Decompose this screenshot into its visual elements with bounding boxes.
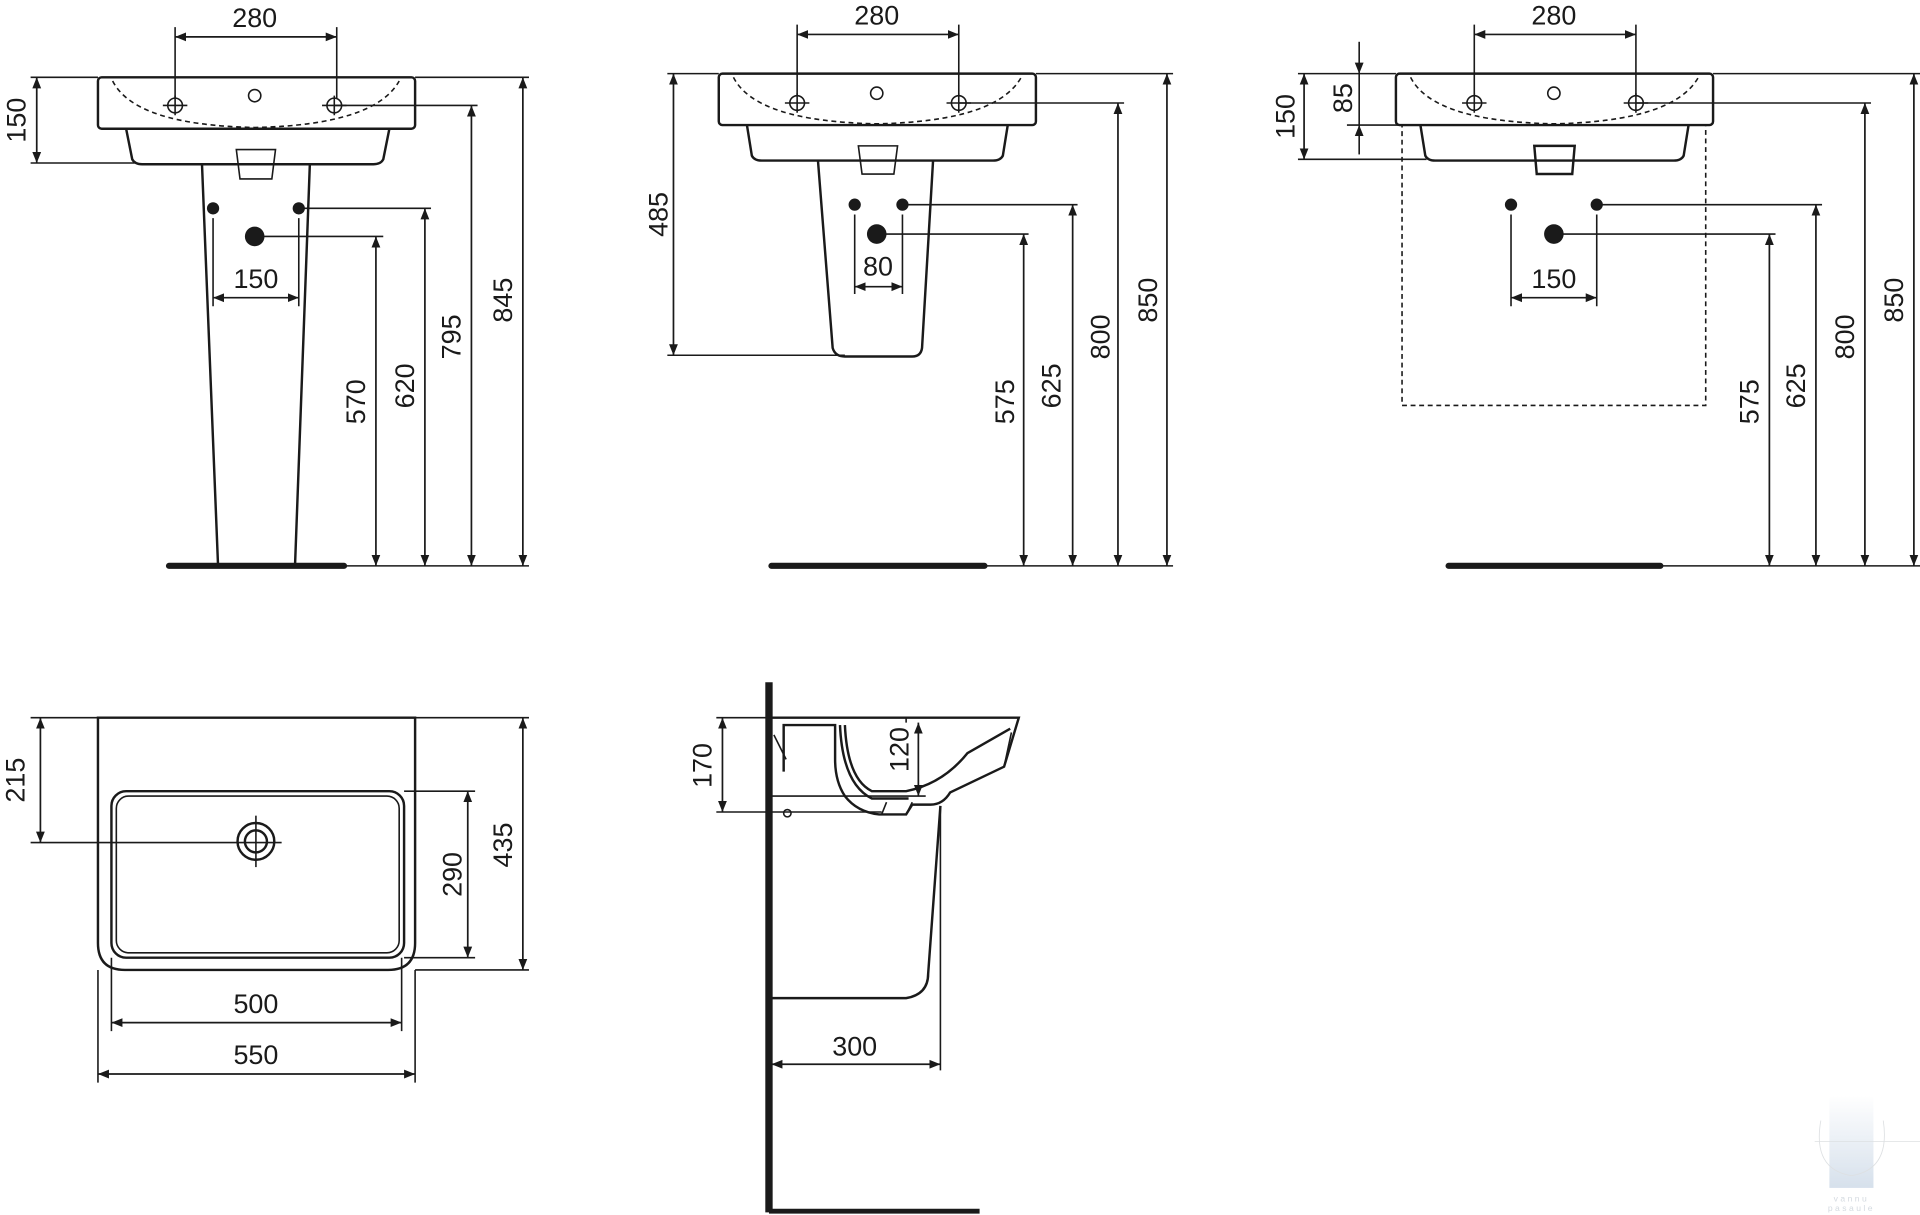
svg-text:vannu: vannu <box>1834 1193 1870 1203</box>
dim-label: 215 <box>0 758 30 803</box>
side-section-view: 170 120 300 <box>687 682 1021 1214</box>
supply-point <box>206 202 220 215</box>
center-hole-icon <box>869 86 884 101</box>
semi-pedestal-front-view: 280 485 850 800 625 575 80 <box>643 1 1174 569</box>
dim-label: 485 <box>643 192 673 237</box>
dim-label: 850 <box>1879 278 1909 323</box>
dim-label: 280 <box>1531 1 1576 31</box>
dim-label: 575 <box>1734 379 1764 424</box>
dim-label: 300 <box>832 1032 877 1062</box>
svg-text:pasaule: pasaule <box>1828 1203 1875 1213</box>
supply-point <box>1504 198 1518 211</box>
dim-label: 850 <box>1133 278 1163 323</box>
dim-label: 280 <box>854 1 899 31</box>
tap-hole-icon <box>162 95 188 116</box>
top-view: 215 435 290 500 550 <box>0 716 529 1083</box>
supply-point <box>848 198 861 211</box>
pedestal <box>200 165 312 564</box>
dim-label: 80 <box>863 252 893 282</box>
bowl-hidden-line <box>1409 76 1700 125</box>
dim-label: 845 <box>488 278 518 323</box>
dim-label: 625 <box>1036 363 1066 408</box>
wall-hung-front-view: 280 150 85 850 800 625 575 150 <box>1270 1 1920 569</box>
dim-label: 85 <box>1328 83 1358 113</box>
basin-underside <box>124 128 391 166</box>
dim-label: 625 <box>1781 363 1811 408</box>
bowl-hidden-line <box>111 80 400 129</box>
dim-label: 795 <box>436 314 466 359</box>
pedestal-section <box>768 805 942 1000</box>
dim-label: 800 <box>1085 314 1115 359</box>
dim-label: 290 <box>438 852 468 897</box>
dim-label: 620 <box>390 363 420 408</box>
dim-label: 150 <box>233 264 278 294</box>
watermark-logo: vannu pasaule <box>1814 1096 1920 1213</box>
dim-label: 150 <box>1531 264 1576 294</box>
dim-label: 120 <box>885 727 915 772</box>
bowl-outline <box>110 789 406 959</box>
trap <box>235 148 277 180</box>
bowl-hidden-line <box>732 76 1022 125</box>
basin-outline <box>717 72 1038 127</box>
fixing-point <box>782 808 792 818</box>
bowl-section <box>838 724 1011 800</box>
dim-label: 435 <box>488 823 518 868</box>
center-hole-icon <box>1546 86 1561 101</box>
dim-label: 170 <box>687 743 717 788</box>
tap-hole-icon <box>784 93 810 113</box>
dim-label: 550 <box>233 1040 278 1070</box>
dim-label: 150 <box>1270 94 1300 139</box>
drain-icon <box>236 815 276 868</box>
trap <box>1532 144 1577 176</box>
dim-label: 150 <box>2 98 32 143</box>
dim-label: 280 <box>232 3 277 33</box>
dim-label: 800 <box>1830 314 1860 359</box>
dim-label: 500 <box>233 989 278 1019</box>
basin-outline <box>96 76 417 130</box>
trap <box>857 145 899 175</box>
tap-hole-icon <box>1462 93 1487 113</box>
center-hole-icon <box>247 88 262 103</box>
basin-underside <box>1419 124 1690 162</box>
dim-label: 570 <box>341 379 371 424</box>
basin-outline <box>1394 72 1715 127</box>
basin-underside <box>745 124 1009 162</box>
basin-outline <box>96 716 417 972</box>
semi-pedestal <box>816 160 935 358</box>
dim-label: 575 <box>990 379 1020 424</box>
pedestal-front-view: 280 150 845 795 620 570 150 <box>2 3 529 569</box>
